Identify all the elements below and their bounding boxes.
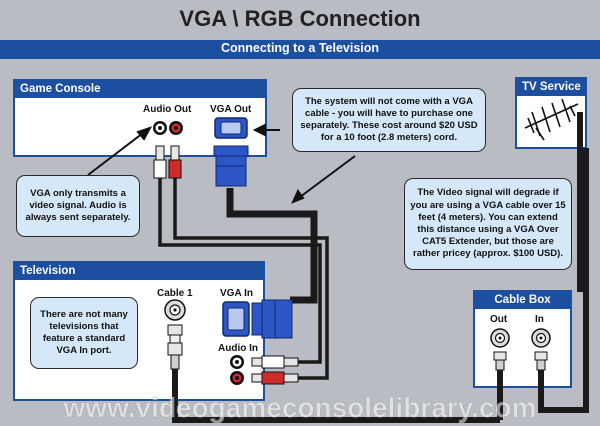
cable-to-tv <box>172 368 500 423</box>
watermark-text: www.videogameconsolelibrary.com <box>62 392 536 423</box>
cable-in-loop <box>538 148 589 413</box>
tv-rca-plugs <box>251 355 299 385</box>
cable-box-in-label: In <box>535 314 544 325</box>
tv-coax-jack <box>164 299 186 370</box>
cable-box-header <box>474 291 571 309</box>
subtitle-bar <box>0 40 600 59</box>
callout-arrows <box>87 123 356 204</box>
console-audio-out-jacks <box>153 121 183 135</box>
tv-service-header <box>516 78 586 96</box>
tv-vga-in-port <box>222 301 250 337</box>
console-vga-plug <box>213 145 249 187</box>
audio-cable-white <box>158 176 322 364</box>
game-console-label: Game Console <box>20 83 101 95</box>
tv-service-label: TV Service <box>522 81 581 93</box>
vga-out-label: VGA Out <box>210 104 252 115</box>
diagram-subtitle: Connecting to a Television <box>220 41 380 55</box>
arrow-vga-cable-head <box>291 189 305 204</box>
tv-audio-in-jacks <box>230 355 244 385</box>
note-video-only: VGA only transmits a video signal. Audio… <box>16 175 140 237</box>
audio-cable-red <box>173 176 329 380</box>
game-console-header <box>14 80 266 98</box>
note-degrade: The Video signal will degrade if you are… <box>404 178 572 270</box>
audio-out-label: Audio Out <box>143 104 192 115</box>
title-band <box>0 0 600 40</box>
tv-vga-plug <box>251 299 293 339</box>
note-vga-cable: The system will not come with a VGA cabl… <box>292 88 486 152</box>
console-vga-out-port <box>214 117 248 139</box>
diagram-title: VGA \ RGB Connection <box>179 6 421 31</box>
cable-box-in-jack <box>531 328 551 371</box>
cable-1-label: Cable 1 <box>157 288 193 299</box>
note-tv-ports: There are not many televisions that feat… <box>30 297 138 369</box>
television-label: Television <box>20 265 76 277</box>
cables <box>158 112 589 423</box>
vga-cable <box>226 188 318 304</box>
cable-box-label: Cable Box <box>494 294 551 306</box>
arrow-audio-note <box>87 132 144 176</box>
arrow-vga-head <box>252 123 266 137</box>
antenna-icon <box>524 98 579 141</box>
arrow-vga-cable <box>299 155 356 198</box>
console-rca-plugs <box>153 145 182 179</box>
cable-box-out-jack <box>490 328 510 371</box>
vga-in-label: VGA In <box>220 288 253 299</box>
cable-box-out-label: Out <box>490 314 508 325</box>
television-header <box>14 262 264 280</box>
audio-in-label: Audio In <box>218 343 258 354</box>
arrow-audio-head <box>136 126 153 141</box>
